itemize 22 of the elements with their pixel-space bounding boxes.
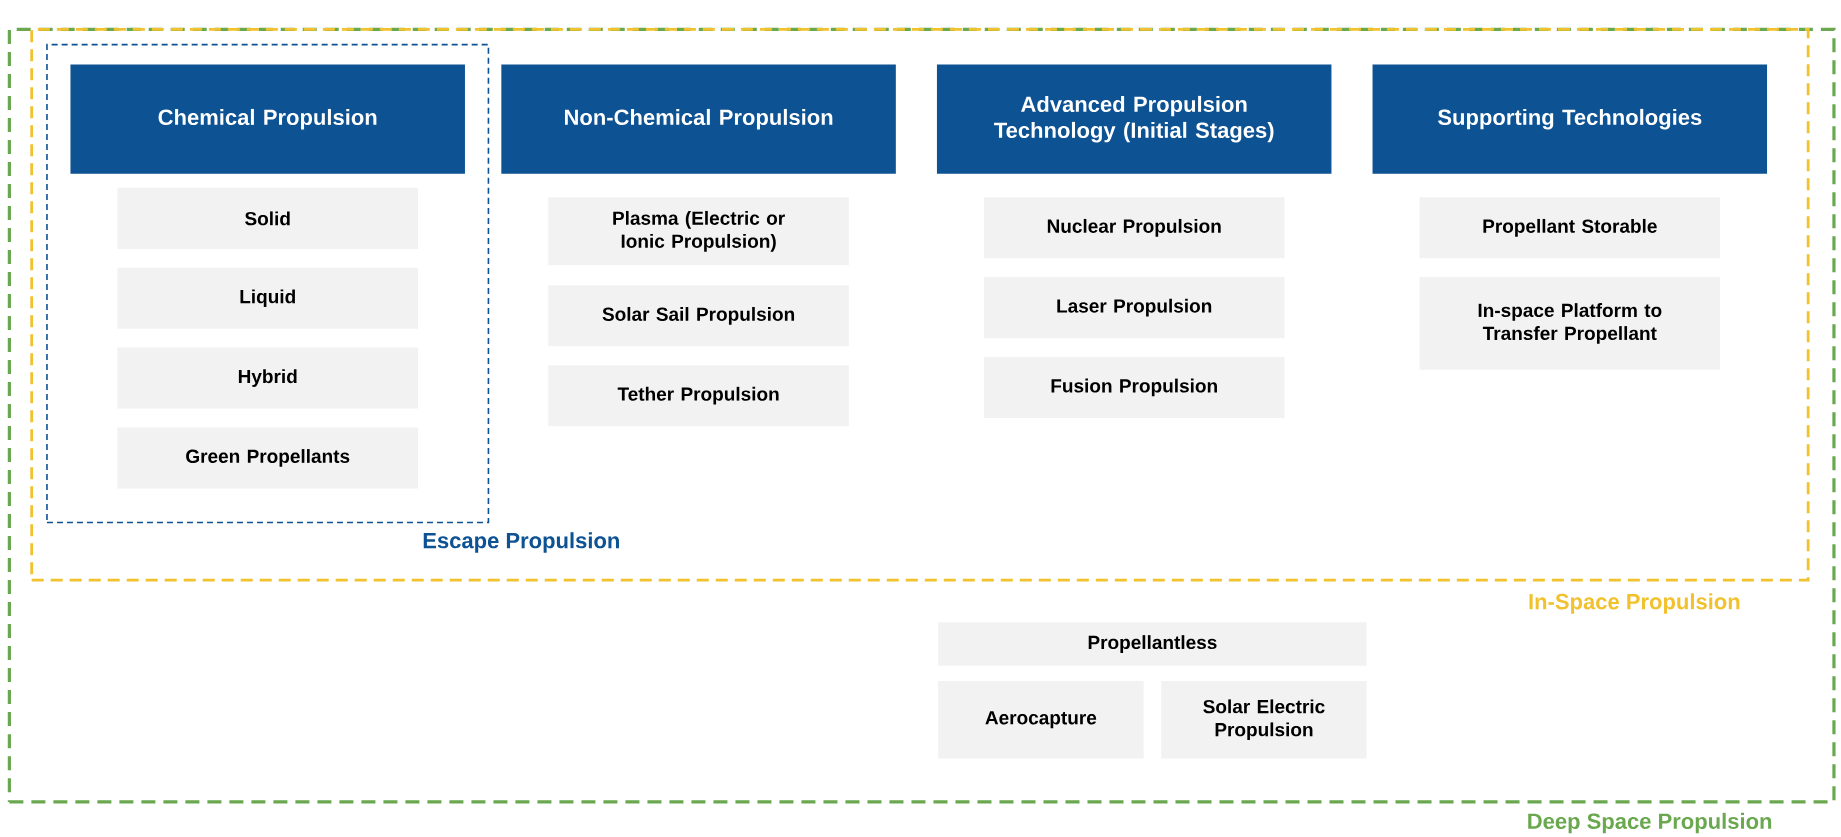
group-label: In-Space Propulsion [1529, 593, 1740, 614]
group-label: Escape Propulsion [423, 532, 619, 553]
item-box: Solid [117, 187, 418, 249]
item-box: Tether Propulsion [548, 365, 849, 427]
header-box: Chemical Propulsion [70, 64, 465, 174]
item-box: Solar Electric Propulsion [1161, 680, 1367, 759]
item-box: Laser Propulsion [983, 277, 1285, 339]
item-box: Fusion Propulsion [983, 356, 1285, 418]
header-box: Supporting Technologies [1372, 64, 1768, 174]
item-box: Solar Sail Propulsion [548, 285, 849, 347]
item-box: Nuclear Propulsion [983, 197, 1285, 259]
item-box: In-space Platform to Transfer Propellant [1419, 277, 1721, 370]
group-label: Deep Space Propulsion [1528, 812, 1772, 834]
item-box: Propellantless [938, 622, 1367, 666]
item-box: Plasma (Electric or Ionic Propulsion) [548, 197, 849, 266]
item-box: Green Propellants [117, 427, 418, 489]
item-box: Hybrid [117, 347, 418, 409]
item-box: Aerocapture [938, 680, 1144, 759]
header-box: Non-Chemical Propulsion [501, 64, 896, 174]
item-box: Propellant Storable [1419, 197, 1721, 259]
header-box: Advanced Propulsion Technology (Initial Stages) [936, 64, 1332, 174]
item-box: Liquid [117, 267, 418, 329]
